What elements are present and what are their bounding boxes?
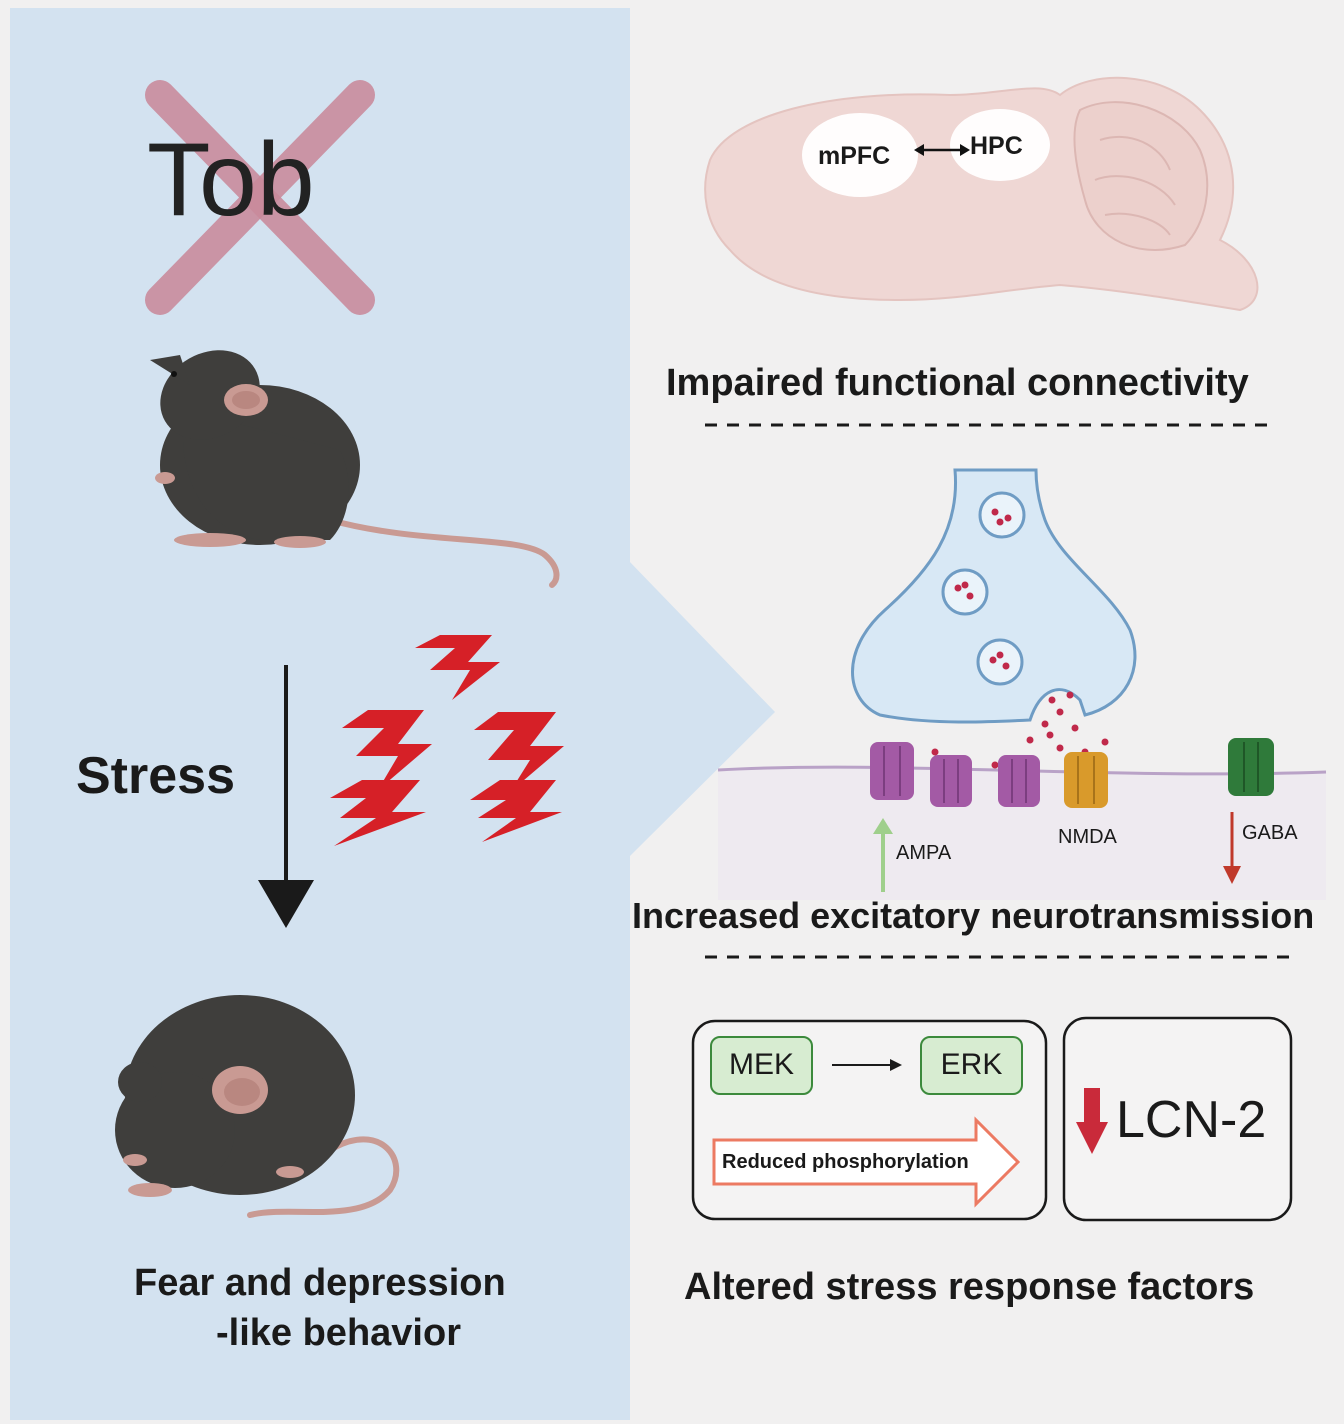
region-label-mpfc: mPFC [818, 142, 891, 170]
brain-sagittal-illustration [704, 76, 1259, 312]
brain-caption: Impaired functional connectivity [666, 362, 1249, 404]
lcn2-down-arrow-icon [1076, 1088, 1108, 1154]
kinase-label-erk: ERK [940, 1048, 1003, 1081]
synapse-caption: Increased excitatory neurotransmission [632, 895, 1315, 936]
ampa-up-arrow-icon [873, 818, 893, 892]
nmda-receptor-icon [1064, 752, 1108, 808]
gene-label: Tob [147, 122, 315, 238]
lcn2-box [1062, 1016, 1293, 1222]
synapse-illustration [717, 468, 1327, 900]
erk-chip [920, 1036, 1023, 1095]
mek-chip [710, 1036, 813, 1095]
stress-down-arrow [258, 665, 314, 928]
receptor-label-gaba: GABA [1242, 822, 1298, 844]
factors-caption: Altered stress response factors [684, 1266, 1255, 1308]
region-label-hpc: HPC [970, 132, 1023, 160]
outcome-line-1: Fear and depression [134, 1262, 506, 1304]
outcome-line-2: -like behavior [216, 1312, 461, 1354]
panel-chevron [628, 560, 775, 858]
mek-erk-box [691, 1019, 1048, 1221]
knockout-cross [145, 80, 375, 315]
receptor-label-nmda: NMDA [1058, 826, 1117, 848]
gaba-down-arrow-icon [1223, 812, 1241, 884]
receptor-label-ampa: AMPA [896, 842, 952, 864]
mouse-curled-icon [115, 995, 400, 1218]
phosphorylation-arrow [712, 1116, 1021, 1208]
phosphorylation-label: Reduced phosphorylation [722, 1151, 969, 1173]
lcn2-label: LCN-2 [1116, 1091, 1267, 1149]
ampa-receptor-icon [870, 742, 1040, 807]
stress-label: Stress [76, 747, 235, 805]
kinase-label-mek: MEK [728, 1048, 794, 1081]
gaba-receptor-icon [1228, 738, 1274, 796]
lightning-bolt-icon [330, 635, 564, 846]
mouse-sitting-icon [150, 350, 560, 588]
